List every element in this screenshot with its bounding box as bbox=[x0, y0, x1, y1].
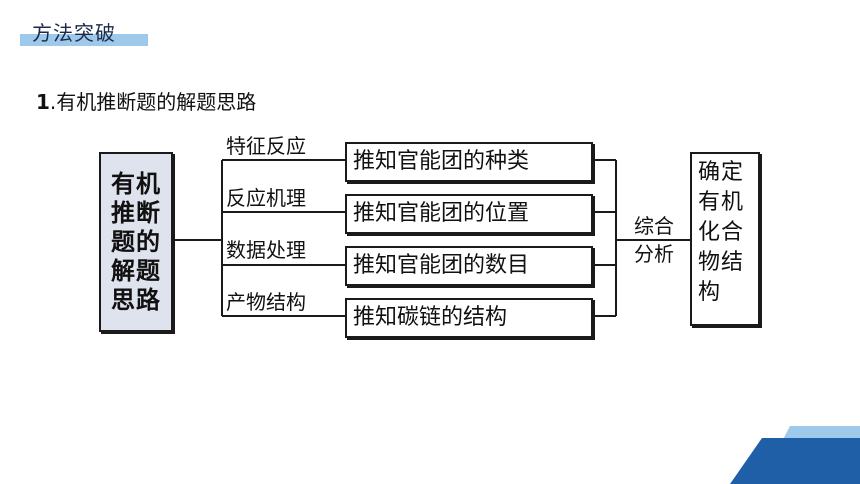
heading-text: .有机推断题的解题思路 bbox=[49, 90, 257, 114]
branch-label-4: 产物结构 bbox=[226, 290, 306, 314]
left-box-problem: 有机 推断 题的 解题 思路 bbox=[99, 152, 173, 332]
left-box-line: 有机 bbox=[111, 169, 161, 198]
section-tag-highlight bbox=[20, 34, 148, 46]
section-tag-label: 方法突破 bbox=[32, 21, 116, 45]
combine-label-line: 综合 bbox=[634, 214, 674, 238]
left-box-line: 解题 bbox=[111, 256, 161, 285]
combine-label-line: 分析 bbox=[634, 242, 674, 266]
section-tag: 方法突破 bbox=[20, 20, 148, 48]
right-box-line: 构 bbox=[698, 280, 722, 305]
branch-label-2: 反应机理 bbox=[226, 186, 306, 210]
left-box-line: 题的 bbox=[111, 227, 161, 256]
result-box-2: 推知官能团的位置 bbox=[345, 194, 593, 234]
corner-stripe-dark bbox=[730, 438, 860, 484]
result-box-text: 推知官能团的位置 bbox=[353, 201, 530, 226]
result-box-3: 推知官能团的数目 bbox=[345, 246, 593, 286]
right-box-text: 确定 有机 化合 物结 构 bbox=[698, 158, 758, 308]
result-box-text: 推知碳链的结构 bbox=[353, 305, 508, 330]
right-box-line: 化合 bbox=[698, 220, 745, 245]
left-box-line: 推断 bbox=[111, 198, 161, 227]
section-heading: 1.有机推断题的解题思路 bbox=[36, 88, 256, 116]
left-box-line: 思路 bbox=[111, 285, 161, 314]
branch-label-3: 数据处理 bbox=[226, 238, 306, 262]
right-box-line: 物结 bbox=[698, 250, 745, 275]
combine-analysis-label: 综合 分析 bbox=[626, 212, 682, 268]
branch-label-1: 特征反应 bbox=[226, 134, 306, 158]
result-box-text: 推知官能团的种类 bbox=[353, 149, 530, 174]
result-box-text: 推知官能团的数目 bbox=[353, 253, 530, 278]
left-box-text: 有机 推断 题的 解题 思路 bbox=[104, 170, 168, 315]
result-box-1: 推知官能团的种类 bbox=[345, 142, 593, 182]
right-box-line: 有机 bbox=[698, 190, 745, 215]
heading-number: 1 bbox=[36, 90, 50, 114]
result-box-4: 推知碳链的结构 bbox=[345, 298, 593, 338]
right-box-line: 确定 bbox=[698, 160, 745, 185]
right-box-conclusion: 确定 有机 化合 物结 构 bbox=[690, 152, 760, 326]
